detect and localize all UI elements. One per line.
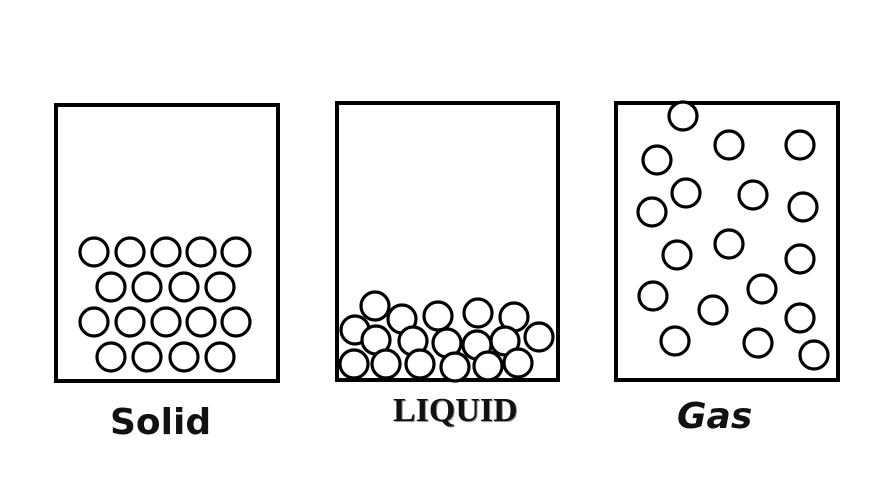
solid-particle [220, 306, 252, 338]
liquid-particle [338, 348, 370, 380]
solid-particle [150, 236, 182, 268]
liquid-particle [422, 300, 454, 332]
liquid-particle [359, 290, 391, 322]
liquid-particle [472, 350, 504, 382]
liquid-particle [370, 348, 402, 380]
gas-particle [661, 239, 693, 271]
liquid-label: LIQUID [393, 392, 518, 429]
solid-particles [78, 236, 252, 373]
solid-particle [78, 236, 110, 268]
solid-particle [114, 236, 146, 268]
solid-particle [185, 236, 217, 268]
gas-particle [713, 129, 745, 161]
solid-particle [95, 341, 127, 373]
solid-particle [131, 341, 163, 373]
solid-particle [95, 271, 127, 303]
solid-particle [114, 306, 146, 338]
gas-particle [659, 325, 691, 357]
gas-particle [667, 100, 699, 132]
solid-particle [185, 306, 217, 338]
solid-particle [150, 306, 182, 338]
liquid-particle [462, 297, 494, 329]
liquid-particle [439, 351, 471, 383]
gas-particle [636, 196, 668, 228]
solid-particle [168, 341, 200, 373]
solid-particle [220, 236, 252, 268]
liquid-particles [338, 290, 555, 383]
gas-particle [641, 144, 673, 176]
gas-particle [737, 179, 769, 211]
solid-label: Solid [110, 402, 212, 443]
solid-particle [78, 306, 110, 338]
gas-particles [636, 100, 830, 371]
gas-container [614, 101, 840, 382]
gas-particle [637, 280, 669, 312]
gas-label: Gas [677, 396, 753, 437]
solid-particle [204, 341, 236, 373]
gas-particle [784, 129, 816, 161]
solid-container [54, 103, 280, 383]
gas-particle [670, 177, 702, 209]
gas-particle [784, 302, 816, 334]
solid-particle [204, 271, 236, 303]
gas-particle [713, 228, 745, 260]
liquid-particle [523, 321, 555, 353]
liquid-panel [335, 101, 560, 383]
gas-particle [697, 294, 729, 326]
gas-particle [784, 243, 816, 275]
solid-panel [54, 103, 280, 383]
gas-particle [798, 339, 830, 371]
gas-particle [742, 327, 774, 359]
gas-particle [787, 191, 819, 223]
gas-panel [614, 100, 840, 382]
solid-particle [131, 271, 163, 303]
solid-particle [168, 271, 200, 303]
gas-particle [746, 273, 778, 305]
liquid-particle [502, 347, 534, 379]
liquid-particle [404, 348, 436, 380]
